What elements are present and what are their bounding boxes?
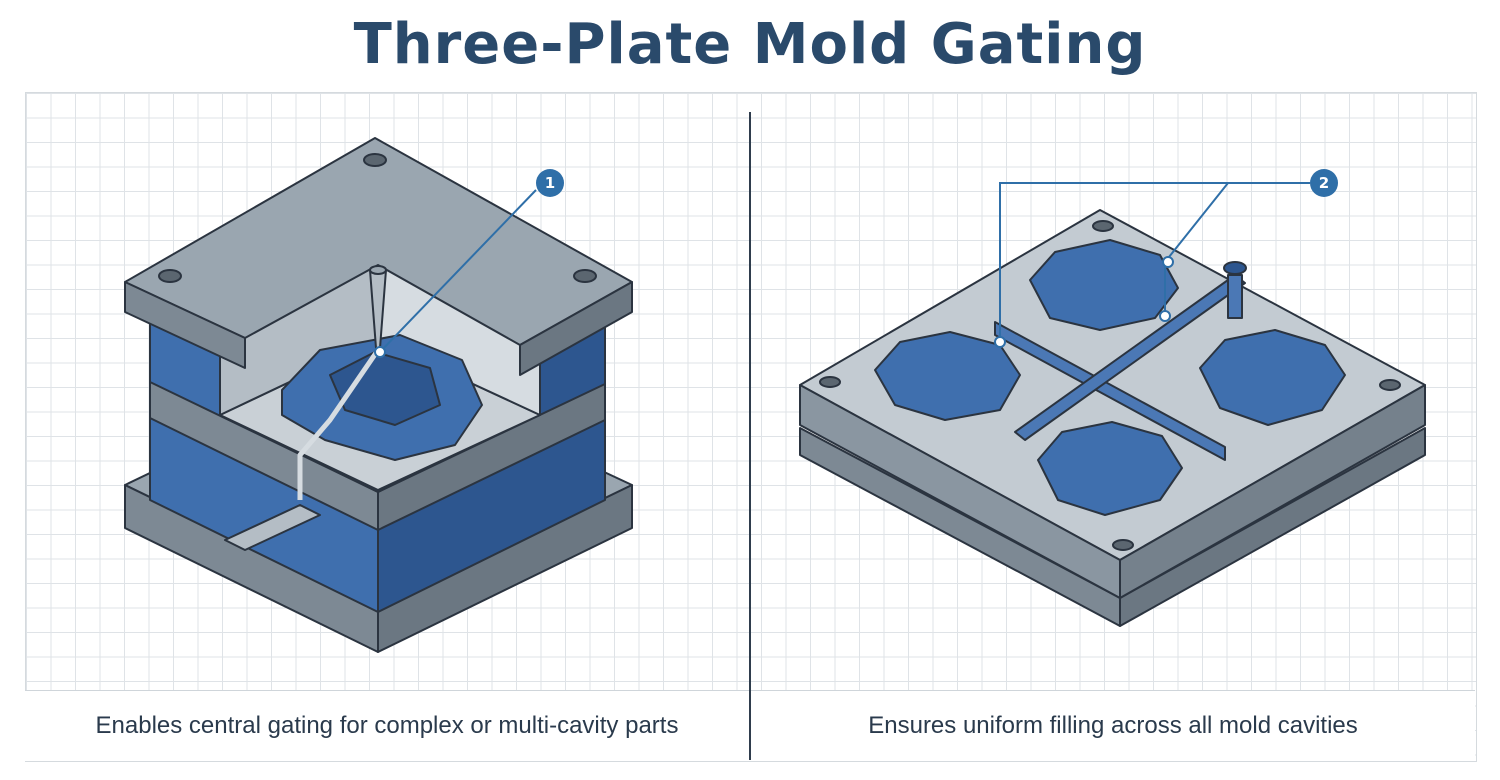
runner-bar [224, 504, 321, 551]
left-panel-caption: Enables central gating for complex or mu… [95, 712, 679, 739]
sprue-top [369, 265, 387, 275]
lower-plate-right [1119, 427, 1426, 627]
runner-main [994, 321, 1226, 461]
cavity-part-left [874, 331, 1021, 421]
callout-1-leader [379, 189, 537, 353]
right-panel-caption: Ensures uniform filling across all mold … [868, 712, 1358, 739]
top-clamp-plate-left [124, 281, 246, 369]
page-title: Three-Plate Mold Gating [353, 12, 1147, 77]
callout-2-anchor-left [994, 336, 1006, 348]
sprue-post-top [1223, 261, 1247, 275]
callout-2-leader-left [999, 182, 1310, 342]
callout-1-number: 1 [545, 174, 555, 192]
callout-2-badge [1310, 169, 1338, 197]
sprue-post [1227, 274, 1243, 319]
bolt-hole [1112, 539, 1134, 551]
panel-divider [749, 112, 751, 760]
three-plate-mold-illustration [124, 137, 633, 653]
bolt-hole [1379, 379, 1401, 391]
bolt-hole [158, 269, 182, 283]
cavity-plate-right [1119, 384, 1426, 599]
callout-1-badge [536, 169, 564, 197]
cavity-part-bottom [1037, 421, 1183, 516]
multi-cavity-plate-illustration [799, 209, 1426, 627]
top-clamp-plate-right [519, 281, 633, 376]
bolt-hole [363, 153, 387, 167]
callout-2-anchor-right [1159, 310, 1171, 322]
cavity-part-right [1199, 329, 1346, 426]
callout-2-number: 2 [1319, 174, 1329, 192]
runner-channel [297, 348, 381, 500]
bolt-hole [819, 376, 841, 388]
bolt-hole [573, 269, 597, 283]
callout-1-anchor [374, 346, 386, 358]
callout-2-anchor-mid [1162, 256, 1174, 268]
bolt-hole [1092, 220, 1114, 232]
cavity-part-top [1029, 239, 1179, 331]
runner-cross [1014, 274, 1246, 441]
